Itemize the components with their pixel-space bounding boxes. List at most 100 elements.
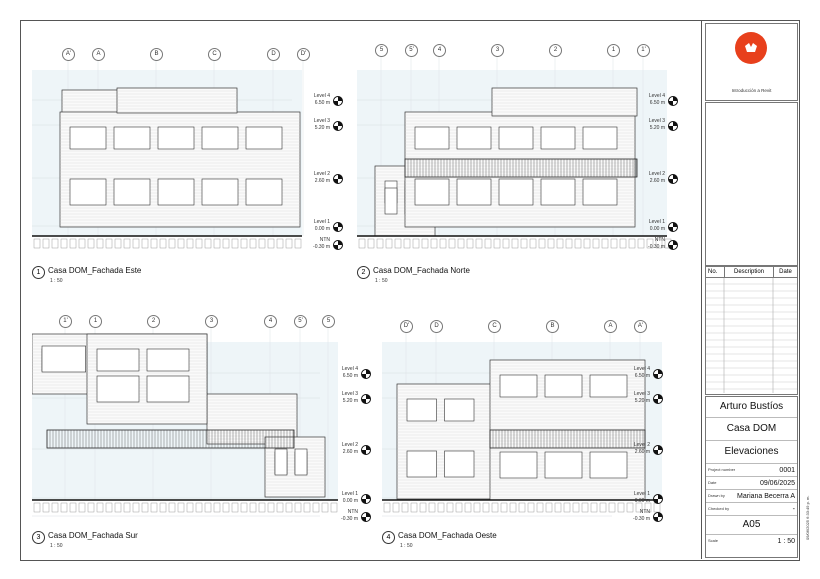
level-name: Level 1 bbox=[633, 491, 650, 497]
window bbox=[96, 348, 140, 372]
level-marker-icon bbox=[653, 369, 663, 379]
level-elevation: 2.60 m bbox=[649, 178, 665, 184]
grid-bubble: B bbox=[150, 48, 163, 61]
window bbox=[540, 178, 576, 206]
level-name: Level 4 bbox=[341, 366, 358, 372]
grid-bubble: 2 bbox=[549, 44, 562, 57]
level-marker-icon bbox=[668, 96, 678, 106]
field-label: Project number bbox=[708, 467, 736, 472]
print-timestamp: 09/06/2025 6:33:49 p. m. bbox=[805, 495, 810, 540]
level-elevation: 2.60 m bbox=[634, 449, 650, 455]
window bbox=[69, 126, 107, 150]
level-marker-icon bbox=[653, 512, 663, 522]
level-marker-icon bbox=[333, 96, 343, 106]
window bbox=[589, 451, 628, 479]
window bbox=[589, 374, 628, 398]
grid-bubble: C bbox=[208, 48, 221, 61]
level-name: NTN bbox=[347, 509, 358, 515]
window bbox=[96, 375, 140, 403]
view-title[interactable]: Casa DOM_Fachada Norte bbox=[373, 266, 470, 275]
level-elevation: -0.30 m bbox=[341, 516, 358, 522]
window bbox=[498, 126, 534, 150]
level-name: Level 3 bbox=[313, 118, 330, 124]
level-elevation: 0.00 m bbox=[634, 498, 650, 504]
window bbox=[544, 374, 583, 398]
view-number: 1 bbox=[32, 266, 45, 279]
level-marker-icon bbox=[333, 121, 343, 131]
view-title[interactable]: Casa DOM_Fachada Sur bbox=[48, 531, 138, 540]
grid-bubble: 5' bbox=[405, 44, 418, 57]
view-scale: 1 : 50 bbox=[375, 278, 388, 284]
scale: 1 : 50 bbox=[777, 537, 795, 545]
view-number: 3 bbox=[32, 531, 45, 544]
grid-bubble: 3 bbox=[205, 315, 218, 328]
level-marker-icon bbox=[668, 174, 678, 184]
window bbox=[444, 398, 475, 422]
window bbox=[414, 178, 450, 206]
level-label: NTN-0.30 m bbox=[635, 237, 665, 251]
level-elevation: 6.50 m bbox=[634, 373, 650, 379]
level-marker-icon bbox=[333, 240, 343, 250]
level-marker-icon bbox=[653, 394, 663, 404]
field-label: Checked by bbox=[708, 506, 730, 511]
level-marker-icon bbox=[668, 121, 678, 131]
rev-header-no: No. bbox=[706, 267, 725, 277]
logo-caption: Introducción a Revit bbox=[731, 88, 772, 93]
grid-bubble: 5 bbox=[322, 315, 335, 328]
window bbox=[294, 448, 308, 476]
level-marker-icon bbox=[668, 240, 678, 250]
grid-bubble: 1 bbox=[607, 44, 620, 57]
view-number: 2 bbox=[357, 266, 370, 279]
window bbox=[498, 178, 534, 206]
level-marker-icon bbox=[361, 494, 371, 504]
project-name: Casa DOM bbox=[706, 417, 797, 440]
level-name: Level 1 bbox=[341, 491, 358, 497]
window bbox=[146, 348, 190, 372]
level-marker-icon bbox=[361, 512, 371, 522]
rev-header-description: Description bbox=[725, 267, 774, 277]
grid-bubble: D' bbox=[400, 320, 413, 333]
level-marker-icon bbox=[361, 394, 371, 404]
view-title[interactable]: Casa DOM_Fachada Este bbox=[48, 266, 142, 275]
building-volume bbox=[491, 87, 638, 117]
grid-bubble: D bbox=[430, 320, 443, 333]
view-scale: 1 : 50 bbox=[50, 543, 63, 549]
building-volume bbox=[116, 87, 238, 114]
grid-bubble: 1' bbox=[637, 44, 650, 57]
window bbox=[384, 187, 398, 215]
grid-bubble: 5' bbox=[294, 315, 307, 328]
level-elevation: 6.50 m bbox=[314, 100, 330, 106]
level-marker-icon bbox=[361, 369, 371, 379]
window bbox=[499, 451, 538, 479]
project-number: 0001 bbox=[779, 466, 795, 474]
window bbox=[456, 126, 492, 150]
window bbox=[157, 126, 195, 150]
level-marker-icon bbox=[653, 445, 663, 455]
view-title[interactable]: Casa DOM_Fachada Oeste bbox=[398, 531, 497, 540]
level-marker-icon bbox=[361, 445, 371, 455]
level-elevation: 2.60 m bbox=[314, 178, 330, 184]
level-elevation: 5.20 m bbox=[649, 125, 665, 131]
ground-hatch bbox=[32, 501, 338, 515]
revision-table: No. Description Date bbox=[705, 266, 798, 395]
window bbox=[274, 448, 288, 476]
client-name: Arturo Bustíos bbox=[719, 401, 784, 412]
grid-bubble: 1' bbox=[59, 315, 72, 328]
field-label: Date bbox=[708, 480, 717, 485]
grid-bubble: A' bbox=[634, 320, 647, 333]
level-name: Level 3 bbox=[633, 391, 650, 397]
view-scale: 1 : 50 bbox=[50, 278, 63, 284]
rev-header-date: Date bbox=[779, 269, 792, 275]
window bbox=[201, 178, 239, 206]
sheet-number: A05 bbox=[706, 515, 797, 534]
